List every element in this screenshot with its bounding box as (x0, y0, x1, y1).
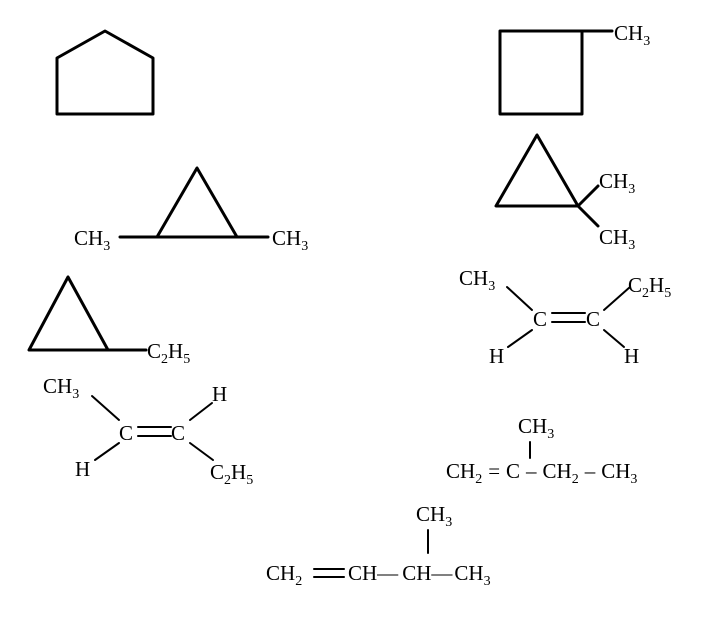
hydrogen-top-label: H (212, 382, 227, 406)
hydrogen-right-label: H (624, 344, 639, 368)
right-hydrogen-bond (603, 329, 625, 348)
methyl-label: CH3 (459, 266, 495, 294)
cyclobutane-ring (498, 29, 584, 116)
carbon-right-label: C (171, 421, 185, 445)
carbon-right-label: C (586, 307, 600, 331)
methyl-label: CH3 (614, 21, 650, 49)
main-chain-label: CH2=C–CH2–CH3 (446, 459, 637, 487)
cis-pentene-structure: CH3 C2H5 C C H H (459, 266, 671, 368)
methylbutene-3-1-structure: CH3 CH2 CH—CH—CH3 (266, 502, 491, 589)
lower-methyl-label: CH3 (599, 225, 635, 253)
top-hydrogen-bond (189, 402, 213, 421)
cyclopentane-ring (55, 29, 155, 116)
cyclopentane-structure (55, 29, 155, 116)
upper-methyl-bond (576, 184, 600, 208)
left-methyl-label: CH3 (74, 226, 110, 254)
hydrogen-left-label: H (489, 344, 504, 368)
ethyl-label: C2H5 (628, 273, 671, 301)
trans-pentene-structure: CH3 H C C H C2H5 (43, 374, 253, 488)
methylbutene-2-1-structure: CH3 CH2=C–CH2–CH3 (446, 414, 637, 487)
methylcyclobutane-structure: CH3 (498, 21, 650, 116)
dimethylcyclopropane-1-2-structure: CH3 CH3 (74, 166, 308, 254)
left-hydrogen-bond (507, 329, 533, 348)
cyclopropane-ring (27, 275, 110, 352)
lower-methyl-bond (576, 204, 600, 228)
right-methyl-label: CH3 (272, 226, 308, 254)
methyl-bond (91, 395, 120, 421)
carbon-left-label: C (533, 307, 547, 331)
dimethylcyclopropane-1-1-structure: CH3 CH3 (494, 133, 635, 253)
carbon-left-label: C (119, 421, 133, 445)
branch-methyl-label: CH3 (416, 502, 452, 530)
methyl-label: CH3 (43, 374, 79, 402)
ethyl-bond (603, 286, 631, 311)
vinyl-label: CH2 (266, 561, 302, 589)
upper-methyl-label: CH3 (599, 169, 635, 197)
chain-rest-label: CH—CH—CH3 (348, 561, 491, 589)
ethyl-bond (189, 442, 214, 461)
bottom-hydrogen-bond (94, 442, 120, 461)
ethyl-label: C2H5 (147, 339, 190, 367)
cyclopropane-ring (155, 166, 239, 239)
hydrogen-bottom-label: H (75, 457, 90, 481)
cyclopropane-ring (494, 133, 580, 208)
branch-methyl-label: CH3 (518, 414, 554, 442)
methyl-bond (506, 286, 533, 311)
ethyl-label: C2H5 (210, 460, 253, 488)
ethylcyclopropane-structure: C2H5 (27, 275, 190, 367)
